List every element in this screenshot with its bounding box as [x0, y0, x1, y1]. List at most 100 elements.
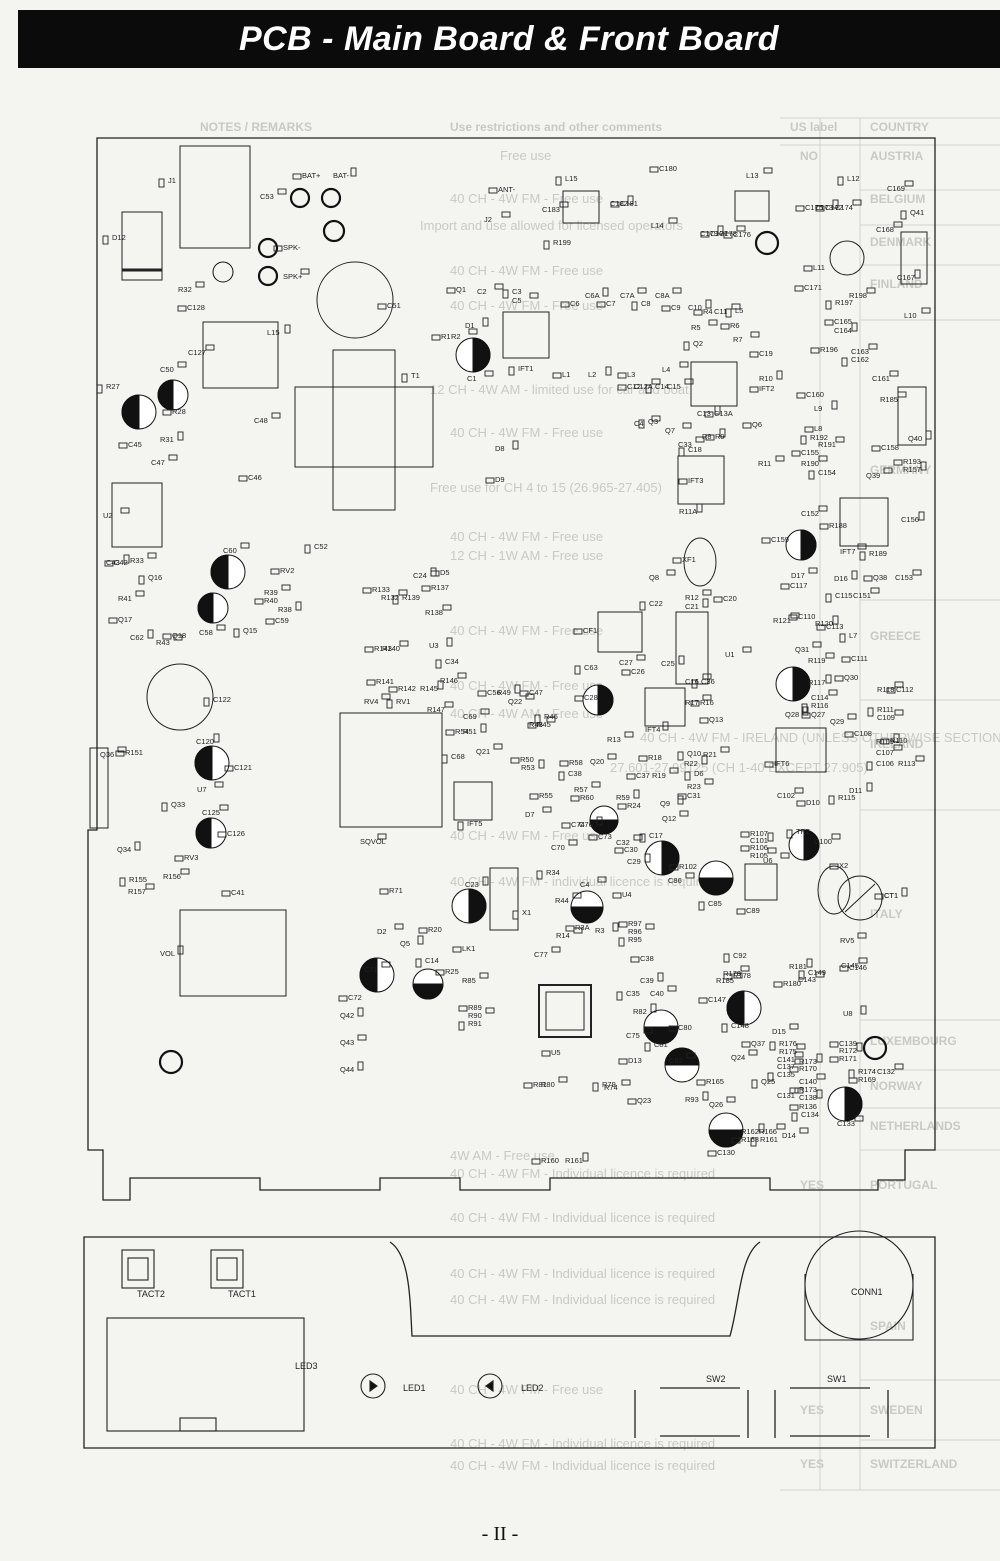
smd-pad: [435, 969, 445, 976]
component-label: C133: [837, 1119, 855, 1128]
component-label: R27: [106, 382, 120, 391]
component-label: R142: [398, 684, 416, 693]
component-label: C6A: [585, 291, 600, 300]
smd-pad: [893, 733, 900, 743]
front-board-label: LED2: [521, 1383, 544, 1393]
smd-pad: [803, 265, 813, 272]
smd-pad: [381, 693, 391, 700]
component-label: C74: [571, 820, 585, 829]
component-label: R188: [829, 521, 847, 530]
faded-row-text: 40 CH - 4W FM - Free use: [450, 298, 603, 313]
smd-pad: [894, 709, 904, 716]
component-label: L14: [651, 221, 664, 230]
smd-pad: [120, 507, 130, 514]
smd-pad: [731, 303, 741, 310]
smd-pad: [773, 981, 783, 988]
component-label: C151: [853, 591, 871, 600]
component-label: C141: [777, 1055, 795, 1064]
component-label: R105: [750, 851, 768, 860]
faded-table: [780, 117, 1000, 1491]
smd-pad: [789, 1066, 799, 1073]
smd-pad: [886, 687, 896, 694]
component-label: R50: [520, 755, 534, 764]
component-label: Q8: [649, 573, 659, 582]
component-label: C3: [512, 287, 522, 296]
component-label: D8: [495, 444, 505, 453]
smd-pad: [854, 1115, 864, 1122]
smd-pad: [677, 751, 684, 761]
smd-pad: [801, 703, 808, 713]
smd-pad: [602, 287, 609, 297]
smd-pad: [254, 598, 264, 605]
component-label: Q18: [172, 631, 186, 640]
component-label: R95: [628, 935, 642, 944]
component-label: Q9: [660, 799, 670, 808]
component-label: R161: [760, 1135, 778, 1144]
component-label: C50: [160, 365, 174, 374]
component-label: U6: [763, 856, 773, 865]
smd-pad: [147, 552, 157, 559]
faded-row-text: 40 CH - 4W FM - Individual licence is re…: [450, 1436, 715, 1451]
component-label: C32: [616, 838, 630, 847]
component-label: SPK+: [283, 272, 303, 281]
smd-pad: [804, 426, 814, 433]
smd-pad: [851, 322, 858, 332]
smd-pad: [707, 1150, 717, 1157]
smd-pad: [679, 361, 689, 368]
smd-pad: [661, 305, 671, 312]
smd-pad: [714, 405, 721, 415]
component-label: R59: [616, 793, 630, 802]
component-label: R20: [428, 925, 442, 934]
smd-pad: [691, 679, 698, 689]
component-label: C127: [188, 348, 206, 357]
component-label: C47: [151, 458, 165, 467]
faded-code: YES: [800, 1403, 824, 1417]
component-label: R13: [607, 735, 621, 744]
component-label: C139: [839, 1039, 857, 1048]
smd-pad: [637, 287, 647, 294]
component-label: R133: [372, 585, 390, 594]
component-label: C42: [114, 558, 128, 567]
component-label: Q5: [400, 939, 410, 948]
smd-pad: [874, 893, 884, 900]
smd-pad: [657, 972, 664, 982]
faded-row-text: 40 CH - 4W FM - Free use: [450, 828, 603, 843]
component-label: VOL: [160, 949, 175, 958]
component-label: RV3: [184, 853, 198, 862]
smd-pad: [725, 308, 732, 318]
smd-pad: [740, 845, 750, 852]
smd-pad: [145, 883, 155, 890]
component-label: BAT+: [302, 171, 321, 180]
component-label: C152: [801, 509, 819, 518]
component-label: R39: [264, 588, 278, 597]
smd-pad: [794, 1051, 804, 1058]
smd-pad: [866, 761, 873, 771]
smd-pad: [698, 997, 708, 1004]
faded-row-text: 40 CH - 4W FM - Free use: [450, 191, 603, 206]
component-label: R14: [556, 931, 570, 940]
smd-pad: [277, 188, 287, 195]
smd-pad: [177, 305, 187, 312]
smd-pad: [789, 1104, 799, 1111]
component-label: C106: [876, 759, 894, 768]
smd-pad: [904, 180, 914, 187]
component-label: R170: [799, 1064, 817, 1073]
smd-pad: [435, 659, 442, 669]
component-label: C109: [877, 713, 895, 722]
component-label: R25: [445, 967, 459, 976]
component-label: C69: [463, 712, 477, 721]
smd-pad: [366, 679, 376, 686]
front-board-label: TACT2: [137, 1289, 165, 1299]
mounting-holes: [158, 187, 888, 1075]
smd-pad: [856, 1042, 863, 1052]
smd-pad: [510, 757, 520, 764]
smd-pad: [102, 235, 109, 245]
smd-pad: [596, 816, 603, 826]
component-label: Q43: [340, 1038, 354, 1047]
component-label: R81: [533, 1080, 547, 1089]
component-label: R196: [820, 345, 838, 354]
component-label: L15: [565, 174, 578, 183]
smd-pad: [678, 655, 685, 665]
smd-pad: [750, 331, 760, 338]
component-label: SPK-: [283, 243, 301, 252]
